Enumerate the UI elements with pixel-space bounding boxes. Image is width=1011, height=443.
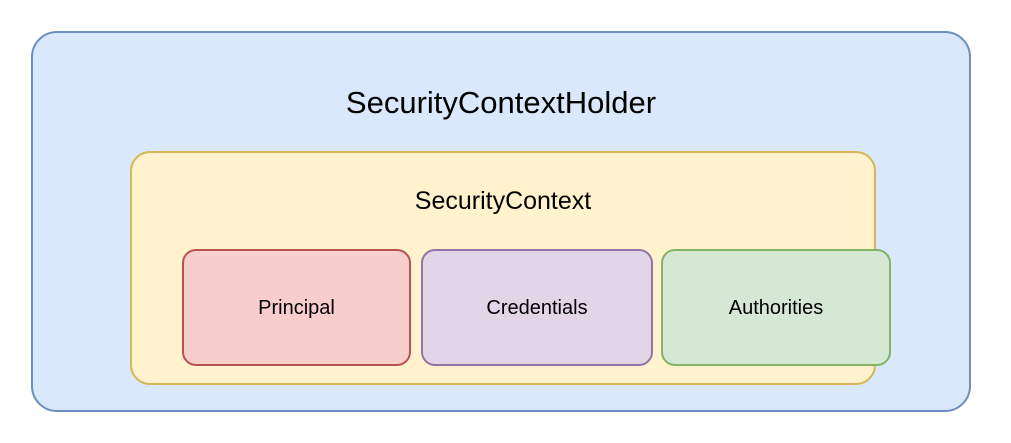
principal-box[interactable]: Principal: [182, 249, 411, 366]
security-context-box[interactable]: SecurityContext Principal Credentials Au…: [130, 151, 891, 385]
credentials-box[interactable]: Credentials: [421, 249, 653, 366]
security-context-components-row: Principal Credentials Authorities: [132, 249, 891, 367]
security-context-label: SecurityContext: [414, 187, 592, 215]
authorities-box[interactable]: Authorities: [661, 249, 891, 366]
principal-label: Principal: [258, 296, 335, 319]
security-context-holder-label: SecurityContextHolder: [345, 85, 657, 120]
security-context-holder-box[interactable]: SecurityContextHolder SecurityContext Pr…: [31, 31, 971, 412]
credentials-label: Credentials: [486, 296, 588, 319]
authorities-label: Authorities: [728, 296, 824, 319]
